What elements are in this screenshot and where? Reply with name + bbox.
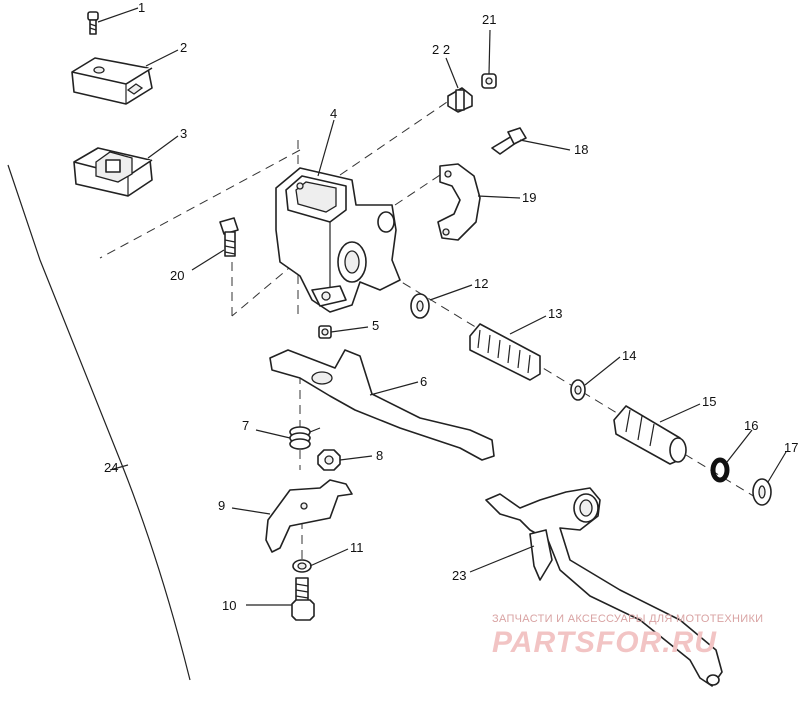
label-4: 4 bbox=[330, 106, 337, 121]
part-washer-17 bbox=[752, 478, 772, 506]
part-oring-16 bbox=[710, 457, 730, 483]
watermark-tagline: ЗАПЧАСТИ И АКСЕССУАРЫ ДЛЯ МОТОТЕХНИКИ bbox=[492, 613, 763, 625]
part-cover-2 bbox=[71, 57, 153, 105]
label-21: 21 bbox=[482, 12, 496, 27]
leader-lines bbox=[97, 7, 787, 606]
part-clamp-19 bbox=[437, 163, 481, 241]
part-nut-8 bbox=[317, 449, 341, 471]
label-17: 17 bbox=[784, 440, 798, 455]
label-12: 12 bbox=[474, 276, 488, 291]
label-20: 20 bbox=[170, 268, 184, 283]
part-screw-1 bbox=[87, 11, 99, 35]
watermark: ЗАПЧАСТИ И АКСЕССУАРЫ ДЛЯ МОТОТЕХНИКИ PA… bbox=[492, 613, 763, 659]
label-5: 5 bbox=[372, 318, 379, 333]
label-24: 24 bbox=[104, 460, 118, 475]
watermark-brand: PARTSFOR.RU bbox=[492, 626, 717, 659]
label-8: 8 bbox=[376, 448, 383, 463]
label-18: 18 bbox=[574, 142, 588, 157]
label-13: 13 bbox=[548, 306, 562, 321]
part-bracket-9 bbox=[265, 479, 353, 553]
label-16: 16 bbox=[744, 418, 758, 433]
part-pivot-bolt-20 bbox=[219, 217, 239, 257]
label-3: 3 bbox=[180, 126, 187, 141]
part-bleed-valve-22 bbox=[447, 87, 473, 113]
part-lever-6 bbox=[269, 349, 495, 461]
assembly-guide-lines bbox=[99, 99, 761, 560]
part-master-cylinder-4 bbox=[275, 167, 401, 313]
part-boot-13 bbox=[469, 323, 541, 381]
part-nut-5 bbox=[318, 325, 332, 339]
part-bolt-18 bbox=[491, 127, 527, 155]
callout-labels: 1 2 3 4 5 6 7 8 9 10 11 12 13 14 15 16 1… bbox=[104, 0, 798, 613]
label-19: 19 bbox=[522, 190, 536, 205]
label-14: 14 bbox=[622, 348, 636, 363]
part-washer-14 bbox=[570, 379, 586, 401]
part-washer-12 bbox=[410, 293, 430, 319]
label-7: 7 bbox=[242, 418, 249, 433]
part-lever-assembly-23 bbox=[485, 487, 723, 687]
label-11: 11 bbox=[350, 540, 364, 555]
part-spring-7 bbox=[289, 426, 321, 450]
label-22: 2 2 bbox=[432, 42, 450, 57]
part-washer-11 bbox=[292, 559, 312, 573]
part-piston-15 bbox=[613, 405, 687, 465]
label-15: 15 bbox=[702, 394, 716, 409]
part-cap-21 bbox=[481, 73, 497, 89]
part-bolt-10 bbox=[291, 577, 315, 621]
label-10: 10 bbox=[222, 598, 236, 613]
label-1: 1 bbox=[138, 0, 145, 15]
label-6: 6 bbox=[420, 374, 427, 389]
label-9: 9 bbox=[218, 498, 225, 513]
part-diaphragm-3 bbox=[73, 147, 153, 197]
label-2: 2 bbox=[180, 40, 187, 55]
group-bracket-24 bbox=[7, 164, 191, 681]
label-23: 23 bbox=[452, 568, 466, 583]
